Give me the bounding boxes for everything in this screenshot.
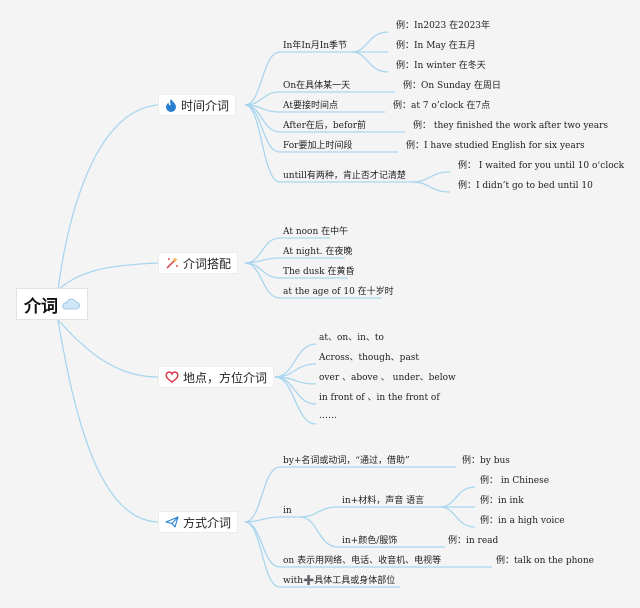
cloud-icon bbox=[60, 297, 80, 311]
time-item-until: untill有两种，肯止否才记清楚 bbox=[283, 171, 406, 181]
root-label: 介词 bbox=[24, 296, 58, 317]
example-text: 例：I have studied English for six years bbox=[406, 141, 585, 151]
link-time-6 bbox=[244, 104, 281, 183]
manner-item-by: by+名词或动词，“通过，借助” bbox=[283, 456, 410, 466]
collocation-item: At noon 在中午 bbox=[283, 227, 349, 237]
time-item-at: At要接时间点 bbox=[283, 101, 338, 111]
collocation-item: The dusk 在黄昏 bbox=[283, 267, 355, 277]
example-text: 例： they finished the work after two year… bbox=[413, 121, 609, 131]
topic-place-direction[interactable]: 地点，方位介词 bbox=[158, 366, 275, 388]
time-item-after: After在后，befor前 bbox=[283, 121, 367, 131]
example-text: 例：talk on the phone bbox=[496, 556, 594, 566]
time-item-for: For要加上时间段 bbox=[283, 141, 353, 151]
place-item: at、on、in、to bbox=[319, 333, 384, 343]
sparkle-wand-icon bbox=[165, 256, 179, 270]
link-root-collocation bbox=[57, 262, 159, 291]
link-root-manner bbox=[57, 319, 159, 523]
root-node[interactable]: 介词 bbox=[16, 288, 88, 320]
heart-icon bbox=[165, 371, 179, 383]
place-item: over 、above 、 under、below bbox=[319, 373, 456, 383]
topic-label: 介词搭配 bbox=[183, 256, 232, 271]
topic-label: 时间介词 bbox=[181, 98, 230, 113]
example-text: 例：in a high voice bbox=[480, 516, 565, 526]
example-text: 例：In May 在五月 bbox=[396, 41, 476, 51]
place-item: in front of 、in the front of bbox=[319, 393, 440, 403]
collocation-item: At night. 在夜晚 bbox=[283, 247, 353, 257]
link-root-time bbox=[57, 104, 159, 291]
topic-collocations[interactable]: 介词搭配 bbox=[158, 252, 239, 274]
topic-label: 方式介词 bbox=[183, 515, 232, 530]
example-text: 例：I didn’t go to bed until 10 bbox=[458, 181, 593, 191]
example-text: 例：in ink bbox=[480, 496, 524, 506]
manner-item-in: in bbox=[283, 506, 292, 516]
example-text: 例：On Sunday 在周日 bbox=[403, 81, 501, 91]
time-item-in: In年In月In季节 bbox=[283, 41, 348, 51]
fire-icon bbox=[165, 98, 177, 112]
example-text: 例： I waited for you until 10 o‘clock bbox=[458, 161, 625, 171]
time-item-on: On在具体某一天 bbox=[283, 81, 351, 91]
manner-sub-material: in+材料，声音 语言 bbox=[342, 496, 425, 506]
place-item: Across、though、past bbox=[319, 353, 420, 363]
link-root-place bbox=[57, 319, 159, 378]
place-item: …… bbox=[319, 411, 337, 421]
example-text: 例：at 7 o’clock 在7点 bbox=[393, 101, 491, 111]
example-text: 例：In winter 在冬天 bbox=[396, 61, 486, 71]
example-text: 例：In2023 在2023年 bbox=[396, 21, 491, 31]
topic-manner[interactable]: 方式介词 bbox=[158, 511, 239, 533]
manner-item-with: with➕具体工具或身体部位 bbox=[283, 576, 396, 586]
topic-label: 地点，方位介词 bbox=[183, 370, 268, 385]
collocation-item: at the age of 10 在十岁时 bbox=[283, 287, 394, 297]
manner-item-on: on 表示用网络、电话、收音机、电视等 bbox=[283, 556, 442, 566]
link-time-1 bbox=[244, 51, 281, 106]
example-text: 例： in Chinese bbox=[480, 476, 550, 486]
paper-plane-icon bbox=[165, 516, 179, 528]
example-text: 例：by bus bbox=[462, 456, 510, 466]
link-time-5 bbox=[244, 104, 281, 153]
manner-sub-color: in+颜色/服饰 bbox=[342, 536, 398, 546]
example-text: 例：in read bbox=[448, 536, 499, 546]
topic-time-prepositions[interactable]: 时间介词 bbox=[158, 94, 237, 116]
